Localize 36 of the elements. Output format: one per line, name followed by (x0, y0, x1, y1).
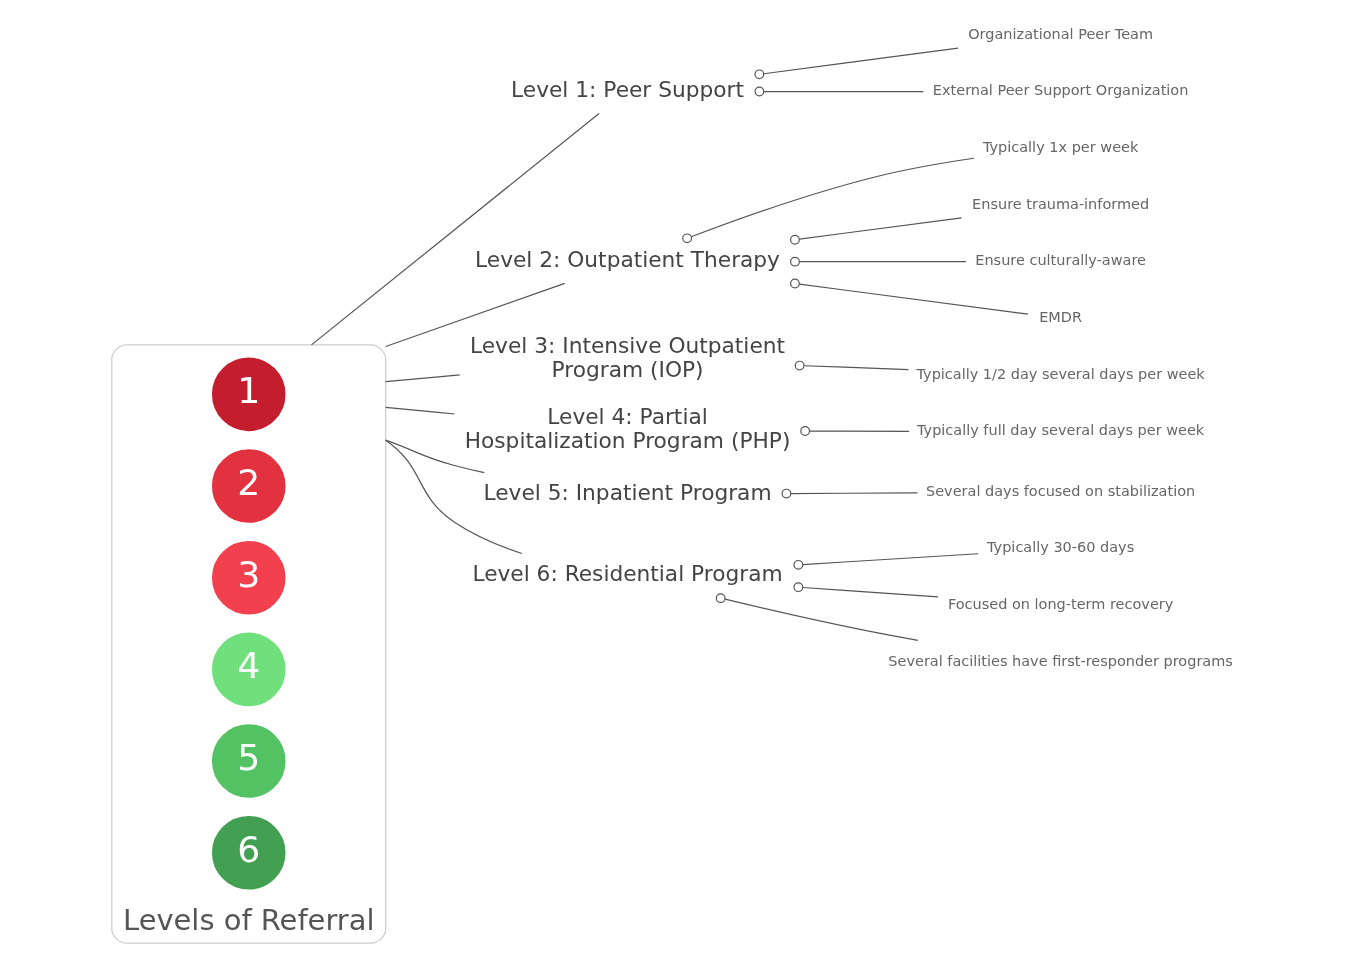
node-text: Level 2: Outpatient Therapy (475, 246, 780, 272)
connector (385, 374, 461, 383)
connector (385, 439, 485, 474)
connector (715, 593, 919, 641)
connector (793, 582, 939, 598)
node-text: Typically 1x per week (982, 138, 1139, 155)
node-text: Ensure trauma-informed (972, 195, 1150, 212)
node-text: Level 1: Peer Support (511, 76, 744, 102)
connector (790, 256, 967, 267)
node-text: Focused on long-term recovery (947, 596, 1174, 613)
node-text: Level 3: Intensive Outpatient Program (IOP) (470, 332, 786, 382)
connector (790, 278, 1029, 315)
connector (754, 86, 924, 97)
connector (794, 360, 910, 371)
connector (310, 112, 600, 346)
node-text: Level 4: Partial Hospitalization Program (PHP) (464, 403, 791, 453)
node-text: EMDR (1039, 309, 1083, 326)
node-text: Level 6: Residential Program (472, 560, 783, 586)
connector (385, 439, 523, 555)
node-text: Typically 30-60 days (987, 539, 1135, 556)
node-text: External Peer Support Organization (932, 82, 1189, 99)
connector (793, 553, 979, 570)
node-text: Level 5: Inpatient Program (483, 479, 772, 505)
connector (800, 426, 910, 436)
connector (682, 157, 975, 244)
node-text: Several days focused on stabilization (926, 482, 1196, 499)
connector (790, 217, 963, 245)
node-text: Several facilities have first-responder programs (888, 652, 1233, 669)
connector (781, 488, 919, 499)
node-text: Ensure culturally-aware (975, 252, 1146, 269)
node-text: Organizational Peer Team (968, 25, 1154, 42)
node-text: Typically full day several days per week (917, 422, 1205, 439)
connector (754, 47, 959, 80)
node-text: Typically 1/2 day several days per week (916, 365, 1205, 382)
connector (385, 282, 566, 348)
connector (385, 406, 456, 415)
